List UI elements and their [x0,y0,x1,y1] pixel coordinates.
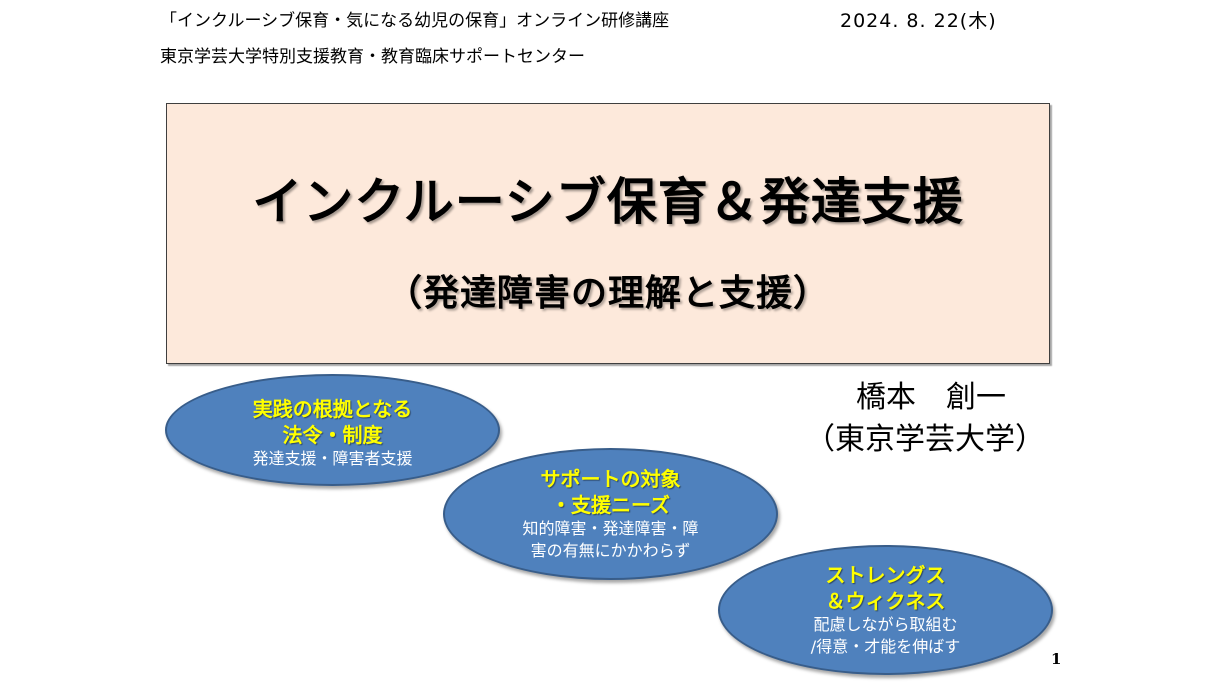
author-name: 橋本 創一 [856,380,1006,415]
oval-detail: 知的障害・発達障害・障 [522,519,699,538]
oval-support-target: サポートの対象 ・支援ニーズ 知的障害・発達障害・障 害の有無にかかわらず [443,448,778,580]
oval-heading: ＆ウィクネス [825,589,946,613]
organization-name: 東京学芸大学特別支援教育・教育臨床サポートセンター [160,47,585,67]
course-title: 「インクルーシブ保育・気になる幼児の保育」オンライン研修講座 [160,11,670,31]
oval-detail: 配慮しながら取組む [813,615,958,634]
oval-legal-basis: 実践の根拠となる 法令・制度 発達支援・障害者支援 [165,374,500,486]
page-number: 1 [1051,650,1062,668]
oval-heading: 法令・制度 [282,423,383,447]
oval-detail: 発達支援・障害者支援 [252,449,413,468]
oval-heading: ・支援ニーズ [551,493,670,517]
oval-strengths-weaknesses: ストレングス ＆ウィクネス 配慮しながら取組む /得意・才能を伸ばす [718,545,1053,675]
author-affiliation: （東京学芸大学） [805,422,1045,457]
oval-heading: ストレングス [825,563,946,587]
title-box: インクルーシブ保育＆発達支援 （発達障害の理解と支援） [166,103,1050,364]
date-label: 2024. 8. 22(木) [840,10,997,32]
sub-title: （発達障害の理解と支援） [385,273,830,314]
main-title: インクルーシブ保育＆発達支援 [252,173,964,231]
oval-detail: 害の有無にかかわらず [530,541,691,560]
oval-heading: 実践の根拠となる [252,397,413,421]
oval-detail: /得意・才能を伸ばす [810,637,961,656]
oval-heading: サポートの対象 [540,467,681,491]
